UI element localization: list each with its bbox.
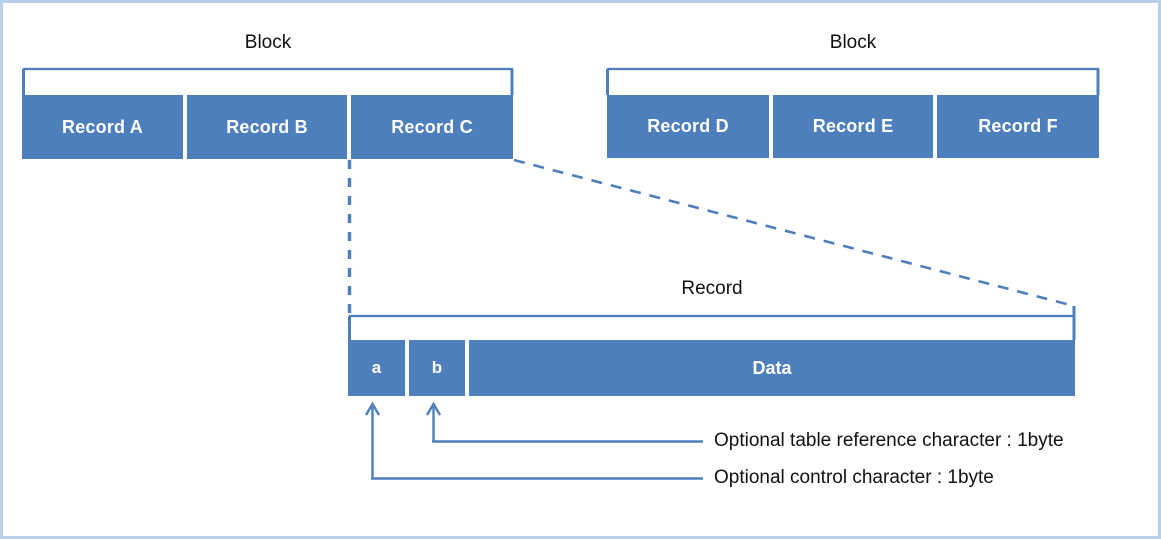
leader-table-reference: [425, 401, 703, 443]
block-bracket-left: [22, 67, 514, 95]
record-box-a-label: Record A: [62, 116, 143, 137]
record-field-control-character[interactable]: a: [348, 340, 405, 396]
record-field-b-label: b: [431, 358, 443, 377]
record-box-c-label: Record C: [391, 116, 473, 137]
record-box-b-label: Record B: [226, 116, 308, 137]
record-box-d[interactable]: Record D: [607, 95, 769, 158]
block-label-left: Block: [244, 32, 292, 53]
record-box-a[interactable]: Record A: [22, 95, 183, 159]
record-field-a-label: a: [371, 358, 382, 377]
record-box-e-label: Record E: [812, 116, 894, 136]
connector-lines-layer: [22, 67, 1100, 480]
block-bracket-right: [606, 67, 1100, 95]
annotation-control-character: Optional control character : 1byte: [714, 467, 994, 488]
record-field-data[interactable]: Data: [469, 340, 1075, 396]
block-label-right: Block: [829, 32, 877, 53]
record-detail-label: Record: [681, 278, 743, 299]
record-box-f-label: Record F: [978, 116, 1058, 136]
record-box-f[interactable]: Record F: [937, 95, 1099, 158]
record-field-table-reference[interactable]: b: [409, 340, 465, 396]
leader-control-character: [364, 401, 703, 480]
record-box-d-label: Record D: [647, 116, 729, 136]
record-field-data-label: Data: [752, 357, 792, 378]
record-bracket: [348, 306, 1076, 340]
record-box-e[interactable]: Record E: [773, 95, 933, 158]
record-box-b[interactable]: Record B: [187, 95, 347, 159]
annotation-table-reference: Optional table reference character : 1by…: [714, 430, 1064, 451]
record-box-c[interactable]: Record C: [351, 95, 513, 159]
